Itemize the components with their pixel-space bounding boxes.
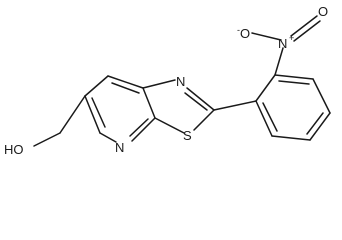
bond-ph1-ph2 <box>255 74 276 102</box>
bond-c3a-n <box>131 117 156 142</box>
bond-c6-c5 <box>84 75 109 97</box>
bond-n-c2 <box>99 132 117 143</box>
atom-label-pyridine-n: N <box>115 140 124 155</box>
charge-label-nitro-o-top: - <box>237 25 240 35</box>
bond-nitro-n-o-right-inner <box>293 20 321 42</box>
bond-c3a-n-inner <box>129 118 149 137</box>
atom-label-thiazole-n: N <box>176 74 185 89</box>
bond-ph2-nitro-n <box>274 47 284 76</box>
bond-ph2-ph3-inner <box>278 80 310 85</box>
bond-o-ch2 <box>33 132 61 147</box>
bond-ph2-ph3 <box>274 74 314 80</box>
bond-c4-c4-inner <box>111 82 140 94</box>
bond-ph6-ph1 <box>255 100 273 137</box>
bond-nitro-n-o-right <box>290 15 318 37</box>
bond-c2-phenyl <box>213 100 257 111</box>
bond-ph6-ph1-inner <box>262 102 278 132</box>
bond-s-c2 <box>193 109 215 131</box>
atom-label-nitro-o-top: O <box>240 26 250 41</box>
bond-ch2-ring <box>59 95 86 134</box>
bond-nitro-n-o-top <box>251 32 282 41</box>
atom-label-nitro-n: N <box>278 36 287 51</box>
atom-label-nitro-o-right: O <box>318 4 328 19</box>
bond-ph4-ph5 <box>309 112 331 141</box>
bond-c5-c4 <box>107 75 144 89</box>
atom-label-hydroxyl: HO <box>4 142 24 157</box>
molecule-drawing: HO N N S N + O - O <box>4 4 331 157</box>
charge-label-nitro-n: + <box>289 33 294 43</box>
bond-c3a-s <box>154 117 185 134</box>
bond-c2-n3 <box>186 87 215 111</box>
bond-c2-c6-inner <box>91 97 106 128</box>
bond-ph5-ph6 <box>271 135 311 141</box>
bond-ph4-ph5-inner <box>306 112 324 135</box>
bond-c2-c6 <box>84 95 101 134</box>
bond-c4-c3a <box>142 87 156 119</box>
bond-ph3-ph4 <box>312 78 331 114</box>
bond-c4-n3 <box>142 79 176 89</box>
bond-c2-n3-inner <box>184 92 208 111</box>
chemical-structure-diagram: HO N N S N + O - O <box>4 4 331 157</box>
atom-label-thiazole-s: S <box>183 128 192 143</box>
